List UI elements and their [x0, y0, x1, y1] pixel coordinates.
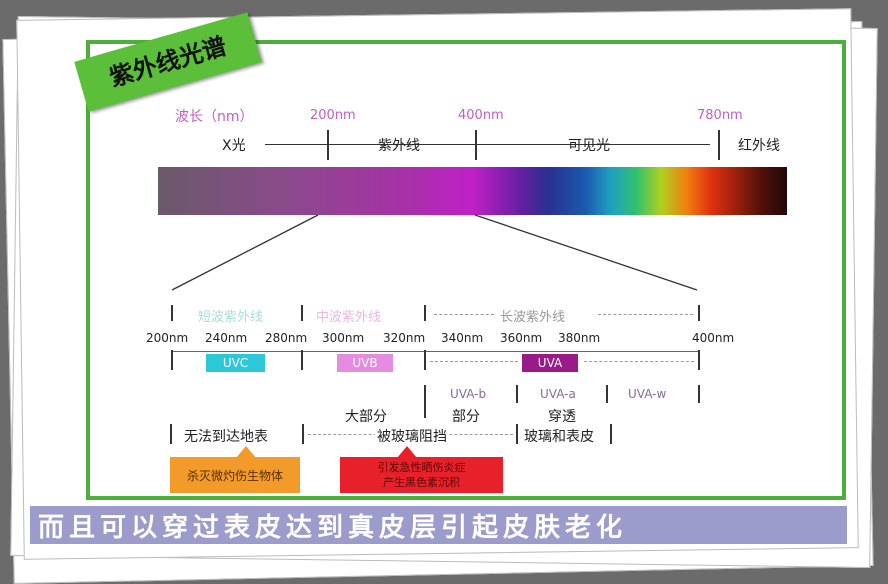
top-tick: [475, 130, 477, 160]
uv-tick-label: 400nm: [692, 331, 735, 345]
red-callout-line1: 引发急性晒伤炎症: [377, 461, 466, 474]
red-callout-line2: 产生黑色素沉积: [383, 476, 460, 489]
effect-divider: [424, 400, 426, 418]
spectrum-bar: [158, 167, 787, 215]
uv-axis-line: [171, 351, 699, 352]
top-tick: [718, 130, 720, 160]
uv-tick-label: 280nm: [265, 331, 308, 345]
uv-tick: [171, 350, 173, 370]
effect-blocked: 被玻璃阻挡: [375, 426, 449, 446]
uva-dash: [430, 361, 518, 362]
region-visible: 可见光: [568, 138, 610, 154]
orange-callout: 杀灭微灼伤生物体: [170, 457, 300, 493]
uv-tick: [424, 350, 426, 370]
green-frame: [86, 40, 846, 500]
caption-text: 而且可以穿过表皮达到真皮层引起皮肤老化: [38, 512, 628, 543]
tick-780nm: 780nm: [697, 108, 743, 123]
effect-partial: 部分: [452, 409, 480, 425]
uv-tick-label: 320nm: [383, 331, 426, 345]
uva-sub-divider: [698, 385, 700, 403]
uva-dash: [584, 361, 694, 362]
uva-sub-divider: [516, 385, 518, 403]
effect-penetrate: 穿透: [548, 409, 576, 425]
red-callout: 引发急性晒伤炎症 产生黑色素沉积: [340, 457, 503, 493]
uva-b-label: UVA-b: [450, 387, 487, 401]
uv-tick-label: 360nm: [500, 331, 543, 345]
effect-divider: [302, 424, 304, 444]
wavelength-axis-label: 波长（nm）: [175, 109, 254, 125]
region-uv: 紫外线: [378, 138, 420, 154]
effect-divider: [516, 424, 518, 444]
uva-sub-divider: [606, 385, 608, 403]
band-divider: [301, 305, 303, 321]
band-long-wave: 长波紫外线: [500, 310, 566, 325]
region-xray: X光: [222, 138, 246, 154]
tick-200nm: 200nm: [310, 108, 356, 123]
red-callout-arrow: [397, 446, 417, 458]
uv-tick-label: 200nm: [146, 331, 189, 345]
long-wave-dash: [434, 314, 494, 315]
uv-tick-label: 380nm: [558, 331, 601, 345]
uv-tick: [698, 350, 700, 370]
uva-tag: UVA: [522, 354, 578, 372]
long-wave-dash: [598, 314, 693, 315]
uva-a-label: UVA-a: [540, 387, 576, 401]
band-divider: [171, 305, 173, 321]
effect-glass-skin: 玻璃和表皮: [524, 429, 594, 445]
uvb-tag: UVB: [337, 354, 393, 372]
effect-most: 大部分: [345, 409, 387, 425]
uv-tick-label: 300nm: [322, 331, 365, 345]
uva-sub-divider: [424, 385, 426, 403]
uva-w-label: UVA-w: [628, 387, 667, 401]
caption-bar: 而且可以穿过表皮达到真皮层引起皮肤老化: [30, 506, 847, 544]
top-tick: [327, 130, 329, 160]
uv-tick: [301, 350, 303, 370]
region-infrared: 红外线: [738, 138, 780, 154]
uvc-tag: UVC: [206, 354, 265, 372]
effect-divider: [610, 424, 612, 444]
orange-callout-arrow: [236, 446, 256, 458]
band-short-wave: 短波紫外线: [198, 310, 264, 325]
uv-tick-label: 240nm: [205, 331, 248, 345]
top-axis-line: [265, 144, 710, 145]
orange-callout-text: 杀灭微灼伤生物体: [186, 468, 283, 483]
band-mid-wave: 中波紫外线: [316, 310, 382, 325]
tick-400nm: 400nm: [458, 108, 504, 123]
effect-cannot-reach: 无法到达地表: [184, 429, 268, 445]
band-divider: [424, 305, 426, 321]
uv-tick-label: 340nm: [441, 331, 484, 345]
band-divider: [698, 305, 700, 321]
effect-divider: [170, 424, 172, 444]
